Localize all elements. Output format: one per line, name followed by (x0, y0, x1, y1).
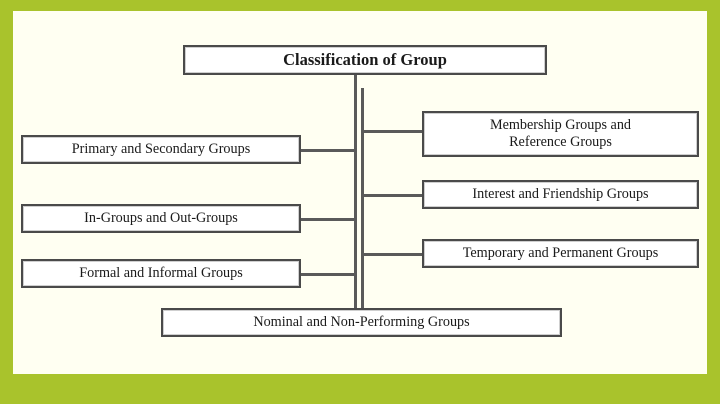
node-temporary-and-permanent-groups[interactable]: Temporary and Permanent Groups (422, 239, 699, 268)
node-classification-of-group[interactable]: Classification of Group (183, 45, 547, 75)
node-label: Nominal and Non-Performing Groups (253, 314, 470, 331)
connector-root-stem (354, 74, 357, 90)
node-interest-and-friendship-groups[interactable]: Interest and Friendship Groups (422, 180, 699, 209)
node-in-groups-and-out-groups[interactable]: In-Groups and Out-Groups (21, 204, 301, 233)
connector-right-1 (361, 130, 422, 133)
node-nominal-and-non-performing-groups[interactable]: Nominal and Non-Performing Groups (161, 308, 562, 337)
node-label: Interest and Friendship Groups (472, 186, 649, 203)
connector-trunk-left (354, 88, 357, 310)
node-label: Formal and Informal Groups (79, 265, 243, 282)
connector-right-2 (361, 194, 422, 197)
node-label: Membership Groups and Reference Groups (489, 117, 632, 150)
connector-left-2 (299, 218, 357, 221)
node-label: Temporary and Permanent Groups (462, 245, 659, 262)
diagram-canvas: Classification of Group Membership Group… (13, 11, 707, 374)
node-formal-and-informal-groups[interactable]: Formal and Informal Groups (21, 259, 301, 288)
node-primary-and-secondary-groups[interactable]: Primary and Secondary Groups (21, 135, 301, 164)
node-membership-and-reference-groups[interactable]: Membership Groups and Reference Groups (422, 111, 699, 157)
connector-left-3 (299, 273, 357, 276)
node-label: In-Groups and Out-Groups (84, 210, 238, 227)
connector-right-3 (361, 253, 422, 256)
connector-trunk-right (361, 88, 364, 310)
node-label: Primary and Secondary Groups (71, 141, 251, 158)
connector-left-1 (299, 149, 357, 152)
node-label: Classification of Group (283, 50, 447, 70)
